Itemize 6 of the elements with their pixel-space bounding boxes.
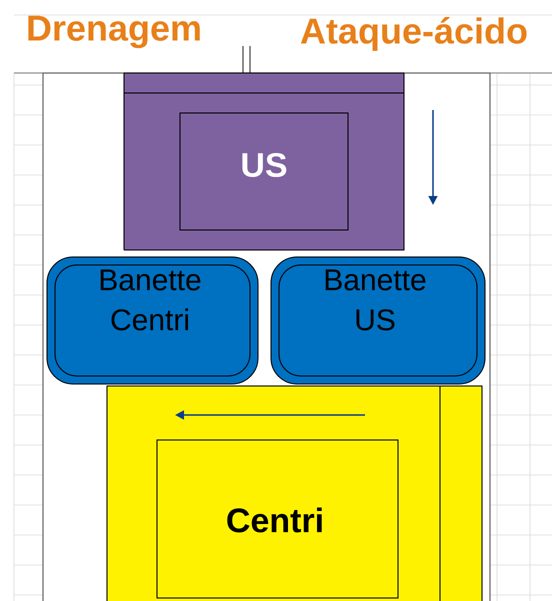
machine-drawing: Centri (106, 386, 482, 601)
area-label: Ataque-ácido (300, 17, 527, 51)
tray-box: Banette Centri (46, 256, 258, 384)
tray-box: Banette US (270, 256, 486, 384)
area-label: Drenagem (28, 16, 200, 48)
machine-drawing: US (124, 72, 404, 250)
